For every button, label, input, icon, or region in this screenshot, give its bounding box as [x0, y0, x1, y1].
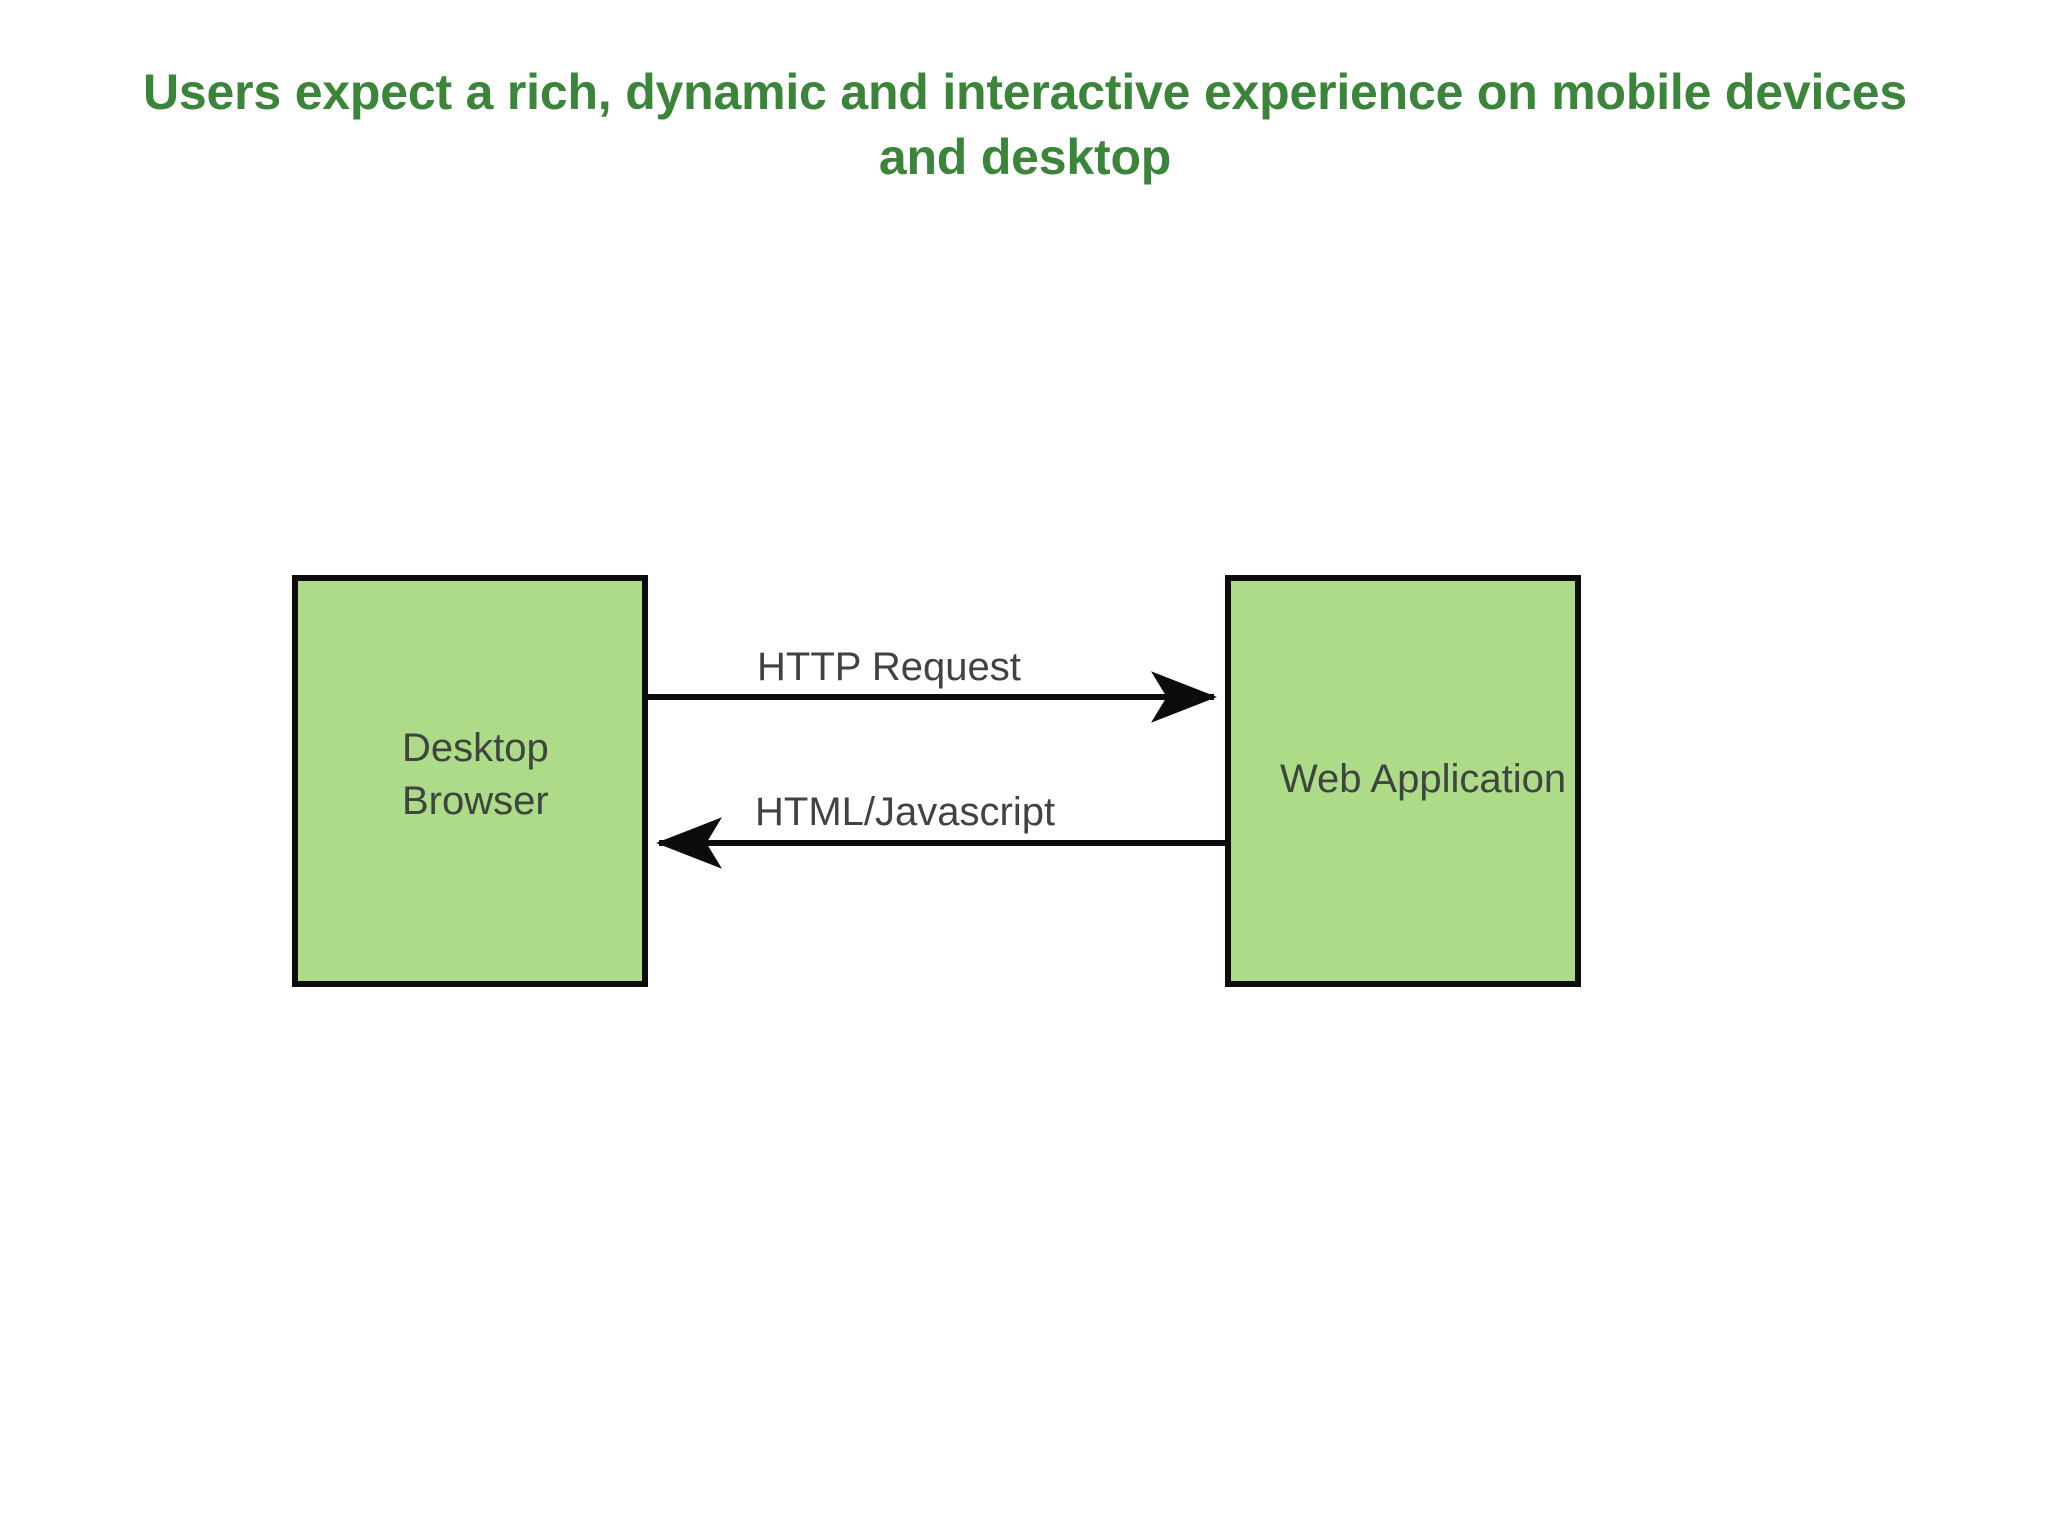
node-web-application-label: Web Application [1280, 757, 1567, 801]
page-title: Users expect a rich, dynamic and interac… [143, 64, 1907, 185]
edge-html-javascript-label: HTML/Javascript [755, 790, 1056, 834]
node-desktop-browser-label: Desktop Browser [402, 726, 549, 823]
edge-http-request-label: HTTP Request [757, 645, 1021, 689]
node-web-application[interactable] [1225, 575, 1581, 987]
node-desktop-browser[interactable] [292, 575, 648, 987]
